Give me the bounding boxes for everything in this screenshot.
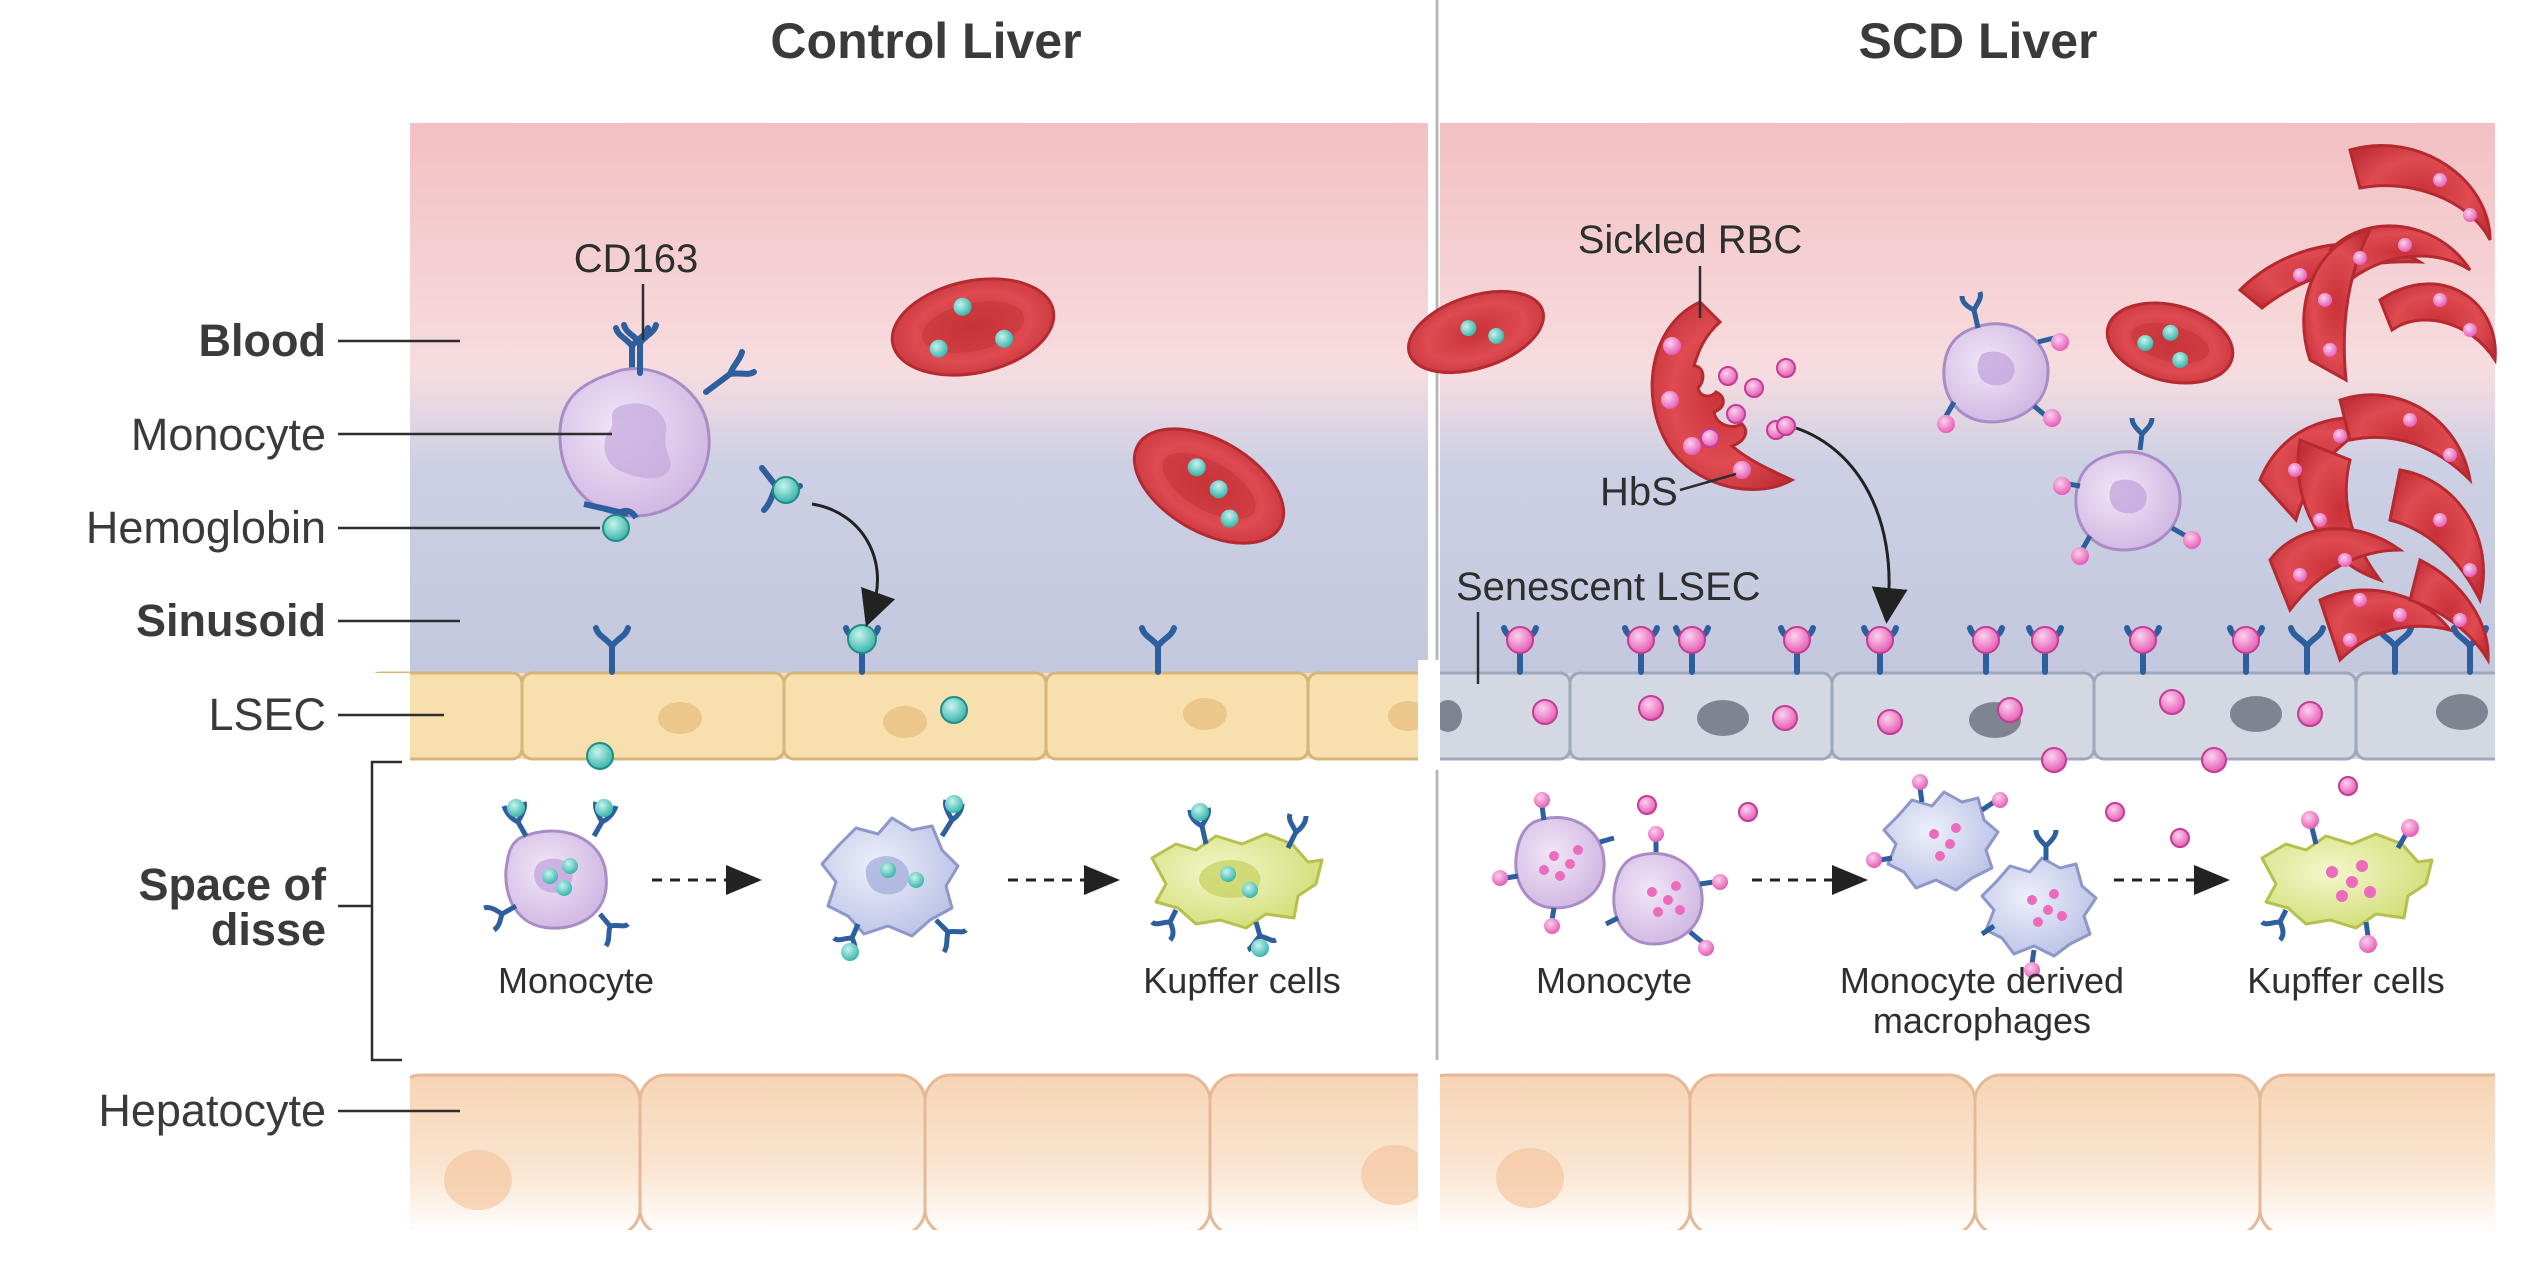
scd-panel-title: SCD Liver — [1859, 13, 2098, 69]
scd-sickled-cluster — [2237, 144, 2497, 666]
lsec-label: LSEC — [208, 689, 326, 740]
scd-kupffer-caption: Kupffer cells — [2247, 960, 2444, 1001]
control-kupffer-caption: Kupffer cells — [1143, 960, 1340, 1001]
space-of-disse-bracket — [338, 760, 402, 1062]
scd-disse-kupffer — [2260, 811, 2434, 953]
sickled-rbc-label: Sickled RBC — [1578, 218, 1803, 262]
space-of-disse-label-line2: disse — [211, 904, 326, 955]
space-of-disse-label-line1: Space of — [138, 859, 327, 910]
scd-monocyte-caption: Monocyte — [1536, 960, 1692, 1001]
scd-mdm-caption-line2: macrophages — [1873, 1000, 2091, 1041]
scd-disse-monocyte-2 — [1604, 826, 1728, 956]
scd-disse-monocyte-1 — [1492, 792, 1615, 934]
scd-sickled-rbc — [1650, 300, 1796, 491]
control-blood-sinusoid — [410, 123, 1428, 673]
scd-hepatocytes — [1418, 1060, 2533, 1267]
control-monocyte-caption: Monocyte — [498, 960, 654, 1001]
scd-lsec-receptors — [1504, 627, 2486, 672]
senescent-lsec-label: Senescent LSEC — [1456, 565, 1761, 609]
scd-lsec-layer — [1418, 660, 2533, 770]
control-disse-monocyte — [483, 799, 630, 948]
monocyte-label: Monocyte — [131, 409, 326, 460]
side-labels: Blood Monocyte Hemoglobin Sinusoid LSEC … — [86, 315, 612, 1136]
hemoglobin-uptake-arrow — [811, 502, 896, 627]
control-rbc-2 — [1132, 427, 1286, 545]
control-blood-monocyte — [558, 322, 803, 542]
control-hepatocytes — [380, 1060, 1452, 1267]
hemoglobin-label: Hemoglobin — [86, 502, 326, 553]
scd-free-hbs — [1700, 358, 1796, 448]
hepatocyte-label: Hepatocyte — [98, 1085, 326, 1136]
control-disse-kupffer — [1150, 803, 1324, 957]
scd-lsec-hbs — [1532, 689, 2323, 773]
scd-free-hbs-disse — [1637, 776, 2358, 848]
control-panel-title: Control Liver — [770, 13, 1081, 69]
scd-panel: Sickled RBC HbS Senescent LSEC — [1407, 123, 2533, 1267]
blood-label: Blood — [199, 315, 326, 366]
cd163-label: CD163 — [574, 237, 699, 281]
control-rbc-1 — [890, 277, 1056, 377]
hemoglobin-on-receptor — [847, 624, 877, 654]
hbs-label: HbS — [1600, 470, 1678, 514]
scd-blood-monocyte-2 — [2053, 417, 2201, 565]
scd-disse-macrophage-2 — [1980, 829, 2098, 978]
scd-disse-macrophage-1 — [1866, 774, 2008, 892]
sinusoid-label: Sinusoid — [136, 595, 326, 646]
hbs-uptake-arrow — [1795, 426, 1908, 624]
scd-rbc-partial — [1407, 290, 1545, 374]
control-lsec-layer — [0, 660, 1450, 770]
scd-mdm-caption-line1: Monocyte derived — [1840, 960, 2124, 1001]
scd-blood-monocyte-1 — [1937, 291, 2069, 433]
control-panel: CD163 — [0, 123, 1452, 1267]
scd-rbc-normal — [2105, 301, 2235, 385]
control-disse-macrophage — [820, 795, 968, 961]
